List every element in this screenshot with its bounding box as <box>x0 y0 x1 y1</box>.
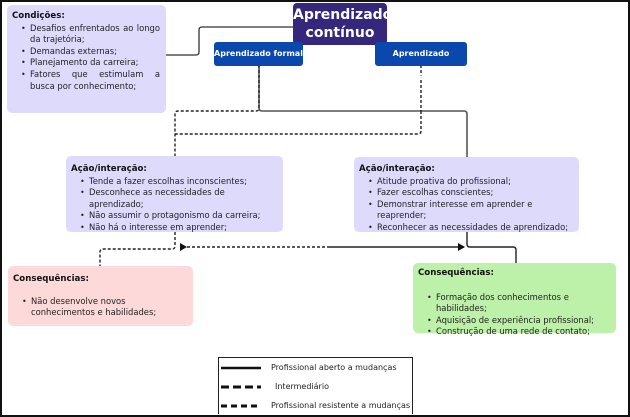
legend-item-solid: Profissional aberto a mudanças <box>219 361 412 375</box>
list-item: Desconhece as necessidades de aprendizad… <box>80 187 277 210</box>
legend-label: Profissional aberto a mudanças <box>271 363 397 372</box>
short-dash-line-icon <box>221 404 261 408</box>
main-title: Aprendizado contínuo <box>293 3 392 45</box>
list-item: Não há o interesse em aprender; <box>80 222 277 234</box>
action-right-box: Ação/interação: Atitude proativa do prof… <box>354 157 579 234</box>
list-item: Fazer escolhas conscientes; <box>368 187 573 199</box>
legend-label: Profissional resistente a mudanças <box>271 401 411 410</box>
connector-right-down <box>466 232 517 263</box>
list-item: Fatores que estimulam a busca por conhec… <box>21 69 160 92</box>
list-item: Demandas externas; <box>21 46 160 58</box>
connector-conditions-title <box>166 26 293 56</box>
list-item: Planejamento da carreira; <box>21 57 160 69</box>
list-item: Construção de uma rede de contato; <box>427 326 610 338</box>
list-item: Demonstrar interesse em aprender e reapr… <box>368 199 573 222</box>
consequences-left-heading: Consequências: <box>13 274 89 284</box>
legend-label: Intermediário <box>275 382 329 391</box>
solid-line-icon <box>221 366 261 370</box>
conditions-heading: Condições: <box>12 11 65 21</box>
connector-dashed-formal <box>174 65 260 156</box>
list-item: Tende a fazer escolhas inconscientes; <box>80 176 277 188</box>
conditions-list: Desafios enfrentados ao longo da trajetó… <box>12 23 160 93</box>
consequences-left-list: Não desenvolve novos conhecimentos e hab… <box>13 296 187 319</box>
conditions-box: Condições: Desafios enfrentados ao longo… <box>7 5 166 113</box>
connector-dashed-informal <box>175 111 422 135</box>
connector-left-down <box>99 232 176 266</box>
connector-solid-open <box>258 65 468 157</box>
long-dash-line-icon <box>221 385 261 389</box>
action-left-list: Tende a fazer escolhas inconscientes; De… <box>71 176 277 234</box>
consequences-left-box: Consequências: Não desenvolve novos conh… <box>8 266 193 326</box>
consequences-right-list: Formação dos conhecimentos e habilidades… <box>418 292 610 338</box>
action-left-box: Ação/interação: Tende a fazer escolhas i… <box>66 156 283 234</box>
list-item: Atitude proativa do profissional; <box>368 176 573 188</box>
action-right-heading: Ação/interação: <box>359 164 435 174</box>
list-item: Aquisição de experiência profissional; <box>427 315 610 327</box>
list-item: Reconhecer as necessidades de aprendizad… <box>368 222 573 234</box>
legend-item-long-dash: Intermediário <box>219 380 412 394</box>
branch-formal: Aprendizado formal <box>214 42 303 66</box>
consequences-right-heading: Consequências: <box>418 268 494 278</box>
legend: Profissional aberto a mudanças Intermedi… <box>218 357 413 414</box>
list-item: Não assumir o protagonismo da carreira; <box>80 210 277 222</box>
legend-item-short-dash: Profissional resistente a mudanças <box>219 399 412 413</box>
list-item: Formação dos conhecimentos e habilidades… <box>427 292 610 315</box>
action-right-list: Atitude proativa do profissional; Fazer … <box>359 176 573 234</box>
consequences-right-box: Consequências: Formação dos conhecimento… <box>413 263 616 338</box>
list-item: Desafios enfrentados ao longo da trajetó… <box>21 23 160 46</box>
action-left-heading: Ação/interação: <box>71 164 147 174</box>
list-item: Não desenvolve novos conhecimentos e hab… <box>22 296 187 319</box>
branch-informal: Aprendizado informal <box>375 42 467 82</box>
